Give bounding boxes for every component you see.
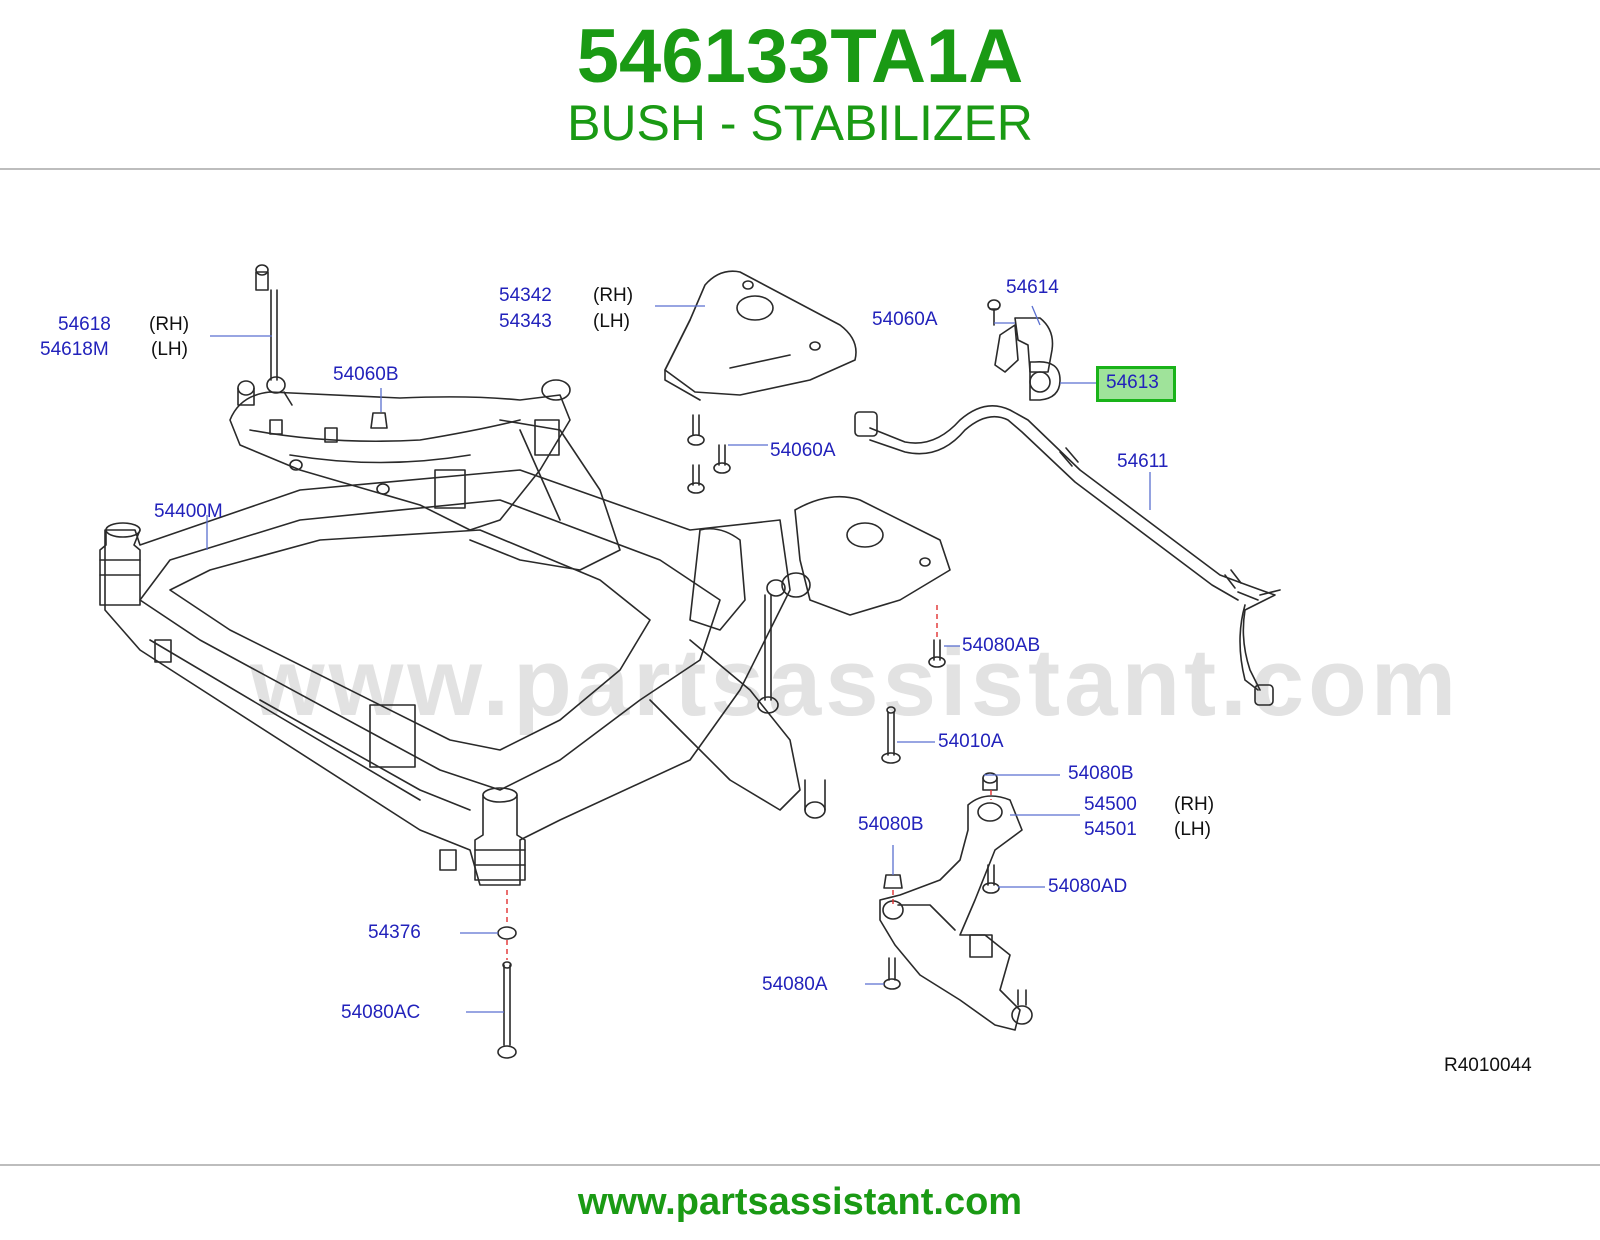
watermark: www.partsassistant.com [250, 629, 1461, 736]
callout-54501-side: (LH) [1174, 819, 1211, 840]
callout-54376[interactable]: 54376 [368, 922, 421, 943]
leader-lines [206, 305, 1151, 1013]
alignment-lines [506, 605, 992, 960]
callout-54080ad[interactable]: 54080AD [1048, 876, 1128, 897]
callout-54500-side: (RH) [1174, 794, 1215, 815]
callout-54080a-bottom[interactable]: 54080A [762, 974, 828, 995]
callout-54060a-middle[interactable]: 54060A [770, 440, 836, 461]
callout-54614[interactable]: 54614 [1006, 277, 1059, 298]
callout-54343[interactable]: 54343 [499, 311, 552, 332]
highlight-selected-part [1096, 366, 1176, 402]
callout-54060a-top[interactable]: 54060A [872, 309, 938, 330]
nut-54060b [370, 412, 388, 429]
lower-arm-54500 [879, 772, 1033, 1031]
bolt-54080b-left [883, 874, 903, 889]
stabilizer-bar-54611 [854, 404, 1281, 706]
bolt-54080a-bottom [883, 957, 901, 990]
bolts-54060a-middle [687, 414, 731, 494]
callout-54080b-right[interactable]: 54080B [1068, 763, 1134, 784]
washer-54376 [497, 926, 517, 940]
callout-54618-side: (RH) [149, 314, 190, 335]
footer-site-link[interactable]: www.partsassistant.com [577, 1181, 1023, 1223]
part-number-title: 546133TA1A [576, 14, 1024, 99]
bolt-54010a [881, 706, 901, 764]
callout-54060b[interactable]: 54060B [333, 364, 399, 385]
diagram-reference: R4010044 [1444, 1055, 1532, 1076]
callout-54618m[interactable]: 54618M [40, 339, 109, 360]
callout-54342-side: (RH) [593, 285, 634, 306]
callout-54342[interactable]: 54342 [499, 285, 552, 306]
subframe-drawing [99, 379, 951, 886]
callout-54501[interactable]: 54501 [1084, 819, 1137, 840]
callout-54080ac[interactable]: 54080AC [341, 1002, 421, 1023]
callout-54618[interactable]: 54618 [58, 314, 111, 335]
callout-54080b-left[interactable]: 54080B [858, 814, 924, 835]
bolt-54080ab [928, 639, 946, 668]
bracket-54342 [664, 270, 857, 401]
callout-54010a[interactable]: 54010A [938, 731, 1004, 752]
bush-54613 [1029, 361, 1061, 401]
part-name-subtitle: BUSH - STABILIZER [567, 95, 1033, 151]
callout-54080ab[interactable]: 54080AB [962, 635, 1041, 656]
bolt-54080ac [497, 961, 517, 1059]
callout-54400m[interactable]: 54400M [154, 501, 223, 522]
stabilizer-link-right [757, 572, 811, 714]
footer-divider [0, 1164, 1600, 1166]
callout-54613-selected[interactable]: 54613 [1106, 372, 1159, 393]
callout-54618m-side: (LH) [151, 339, 188, 360]
bolt-54080ad [982, 864, 1000, 894]
callout-54611[interactable]: 54611 [1117, 451, 1169, 472]
callout-54500[interactable]: 54500 [1084, 794, 1137, 815]
stabilizer-link-left [255, 264, 293, 406]
callout-54343-side: (LH) [593, 311, 630, 332]
header-divider [0, 168, 1600, 170]
